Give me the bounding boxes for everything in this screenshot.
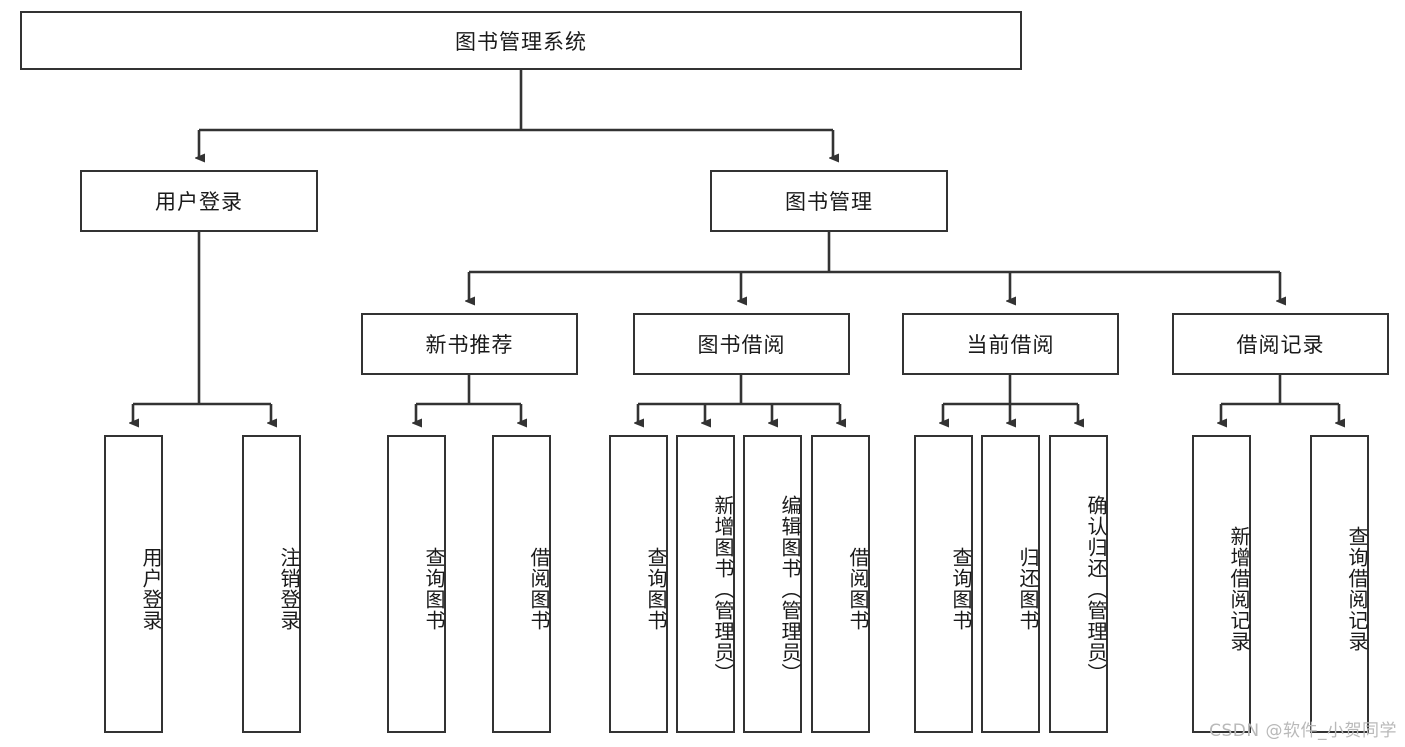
node-user-login[interactable]: 用户登录: [80, 170, 318, 232]
node-label: 归还图书: [1016, 547, 1040, 631]
node-label: 借阅图书: [846, 547, 870, 631]
watermark-text: CSDN @软件_小贺同学: [1209, 721, 1397, 741]
node-label: 图书管理: [785, 190, 873, 214]
node-label: 借阅记录: [1236, 333, 1325, 357]
leaf-user-login[interactable]: 用户登录: [104, 435, 163, 733]
leaf-borrow-book[interactable]: 借阅图书: [811, 435, 870, 733]
node-book-borrow[interactable]: 图书借阅: [633, 313, 850, 375]
node-book-management[interactable]: 图书管理: [710, 170, 948, 232]
node-label: 查询借阅记录: [1345, 526, 1369, 652]
leaf-query-book-borrow[interactable]: 查询图书: [609, 435, 668, 733]
node-label: 借阅图书: [527, 547, 551, 631]
node-label: 新增图书（管理员）: [711, 494, 735, 684]
node-label: 新增借阅记录: [1227, 526, 1251, 652]
leaf-add-book-admin[interactable]: 新增图书（管理员）: [676, 435, 735, 733]
leaf-edit-book-admin[interactable]: 编辑图书（管理员）: [743, 435, 802, 733]
leaf-logout[interactable]: 注销登录: [242, 435, 301, 733]
leaf-query-book-new[interactable]: 查询图书: [387, 435, 446, 733]
leaf-return-book[interactable]: 归还图书: [981, 435, 1040, 733]
node-new-book-recommend[interactable]: 新书推荐: [361, 313, 578, 375]
leaf-query-borrow-record[interactable]: 查询借阅记录: [1310, 435, 1369, 733]
node-label: 注销登录: [277, 547, 301, 631]
node-label: 查询图书: [949, 547, 973, 631]
node-label: 图书借阅: [697, 333, 786, 357]
node-label: 用户登录: [139, 547, 163, 631]
node-root-system[interactable]: 图书管理系统: [20, 11, 1022, 70]
leaf-add-borrow-record[interactable]: 新增借阅记录: [1192, 435, 1251, 733]
node-label: 图书管理系统: [455, 29, 587, 54]
leaf-query-book-current[interactable]: 查询图书: [914, 435, 973, 733]
node-label: 当前借阅: [966, 333, 1055, 357]
leaf-borrow-book-new[interactable]: 借阅图书: [492, 435, 551, 733]
node-label: 编辑图书（管理员）: [778, 494, 802, 684]
node-borrow-record[interactable]: 借阅记录: [1172, 313, 1389, 375]
node-label: 用户登录: [155, 190, 243, 214]
leaf-confirm-return-admin[interactable]: 确认归还（管理员）: [1049, 435, 1108, 733]
node-label: 确认归还（管理员）: [1084, 494, 1108, 684]
node-label: 查询图书: [644, 547, 668, 631]
node-current-borrow[interactable]: 当前借阅: [902, 313, 1119, 375]
node-label: 新书推荐: [425, 333, 514, 357]
node-label: 查询图书: [422, 547, 446, 631]
